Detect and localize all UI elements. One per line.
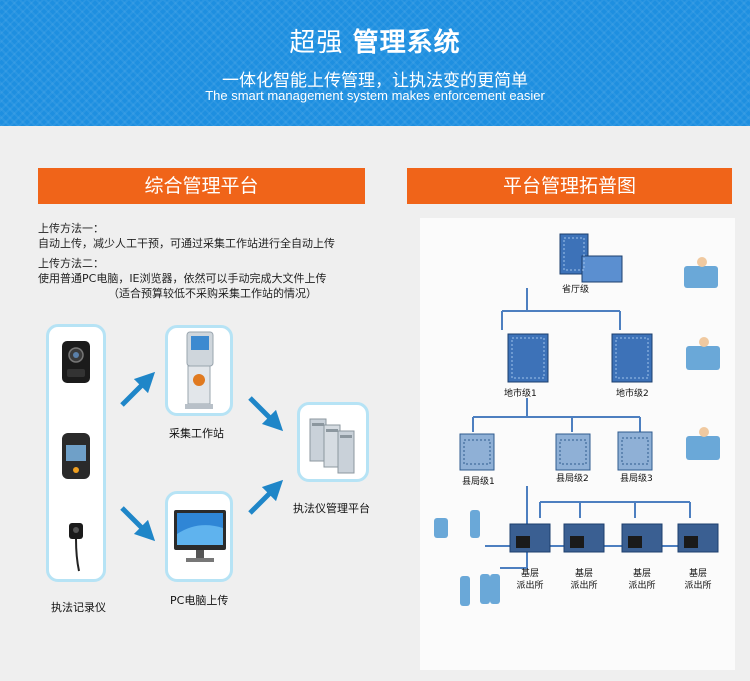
method2-note: （适合预算较低不采购采集工作站的情况） xyxy=(108,287,317,300)
arrow-pc-to-platform xyxy=(248,479,284,515)
caption-platform: 执法仪管理平台 xyxy=(293,502,370,515)
city-building-1 xyxy=(507,333,549,383)
officer-icons xyxy=(434,510,500,606)
arrow-station-to-platform xyxy=(248,396,284,432)
caption-recorder: 执法记录仪 xyxy=(51,601,106,614)
label-station-4: 基层派出所 xyxy=(684,569,712,591)
banner-title: 超强 管理系统 xyxy=(0,22,750,59)
label-station-1: 基层派出所 xyxy=(516,569,544,591)
method2-title: 上传方法二： xyxy=(38,257,104,270)
topology-graph xyxy=(434,233,720,606)
banner-subtitle-cn: 一体化智能上传管理，让执法变的更简单 xyxy=(222,71,528,91)
label-station-2: 基层派出所 xyxy=(570,569,598,591)
station-box xyxy=(165,325,233,416)
pc-box xyxy=(165,491,233,582)
label-province: 省厅级 xyxy=(562,285,590,295)
monitor-icon xyxy=(174,510,226,562)
county-building-3 xyxy=(617,431,653,471)
banner-subtitle-en: The smart management system makes enforc… xyxy=(205,88,545,103)
banner-title-light: 超强 xyxy=(289,28,344,58)
caption-station: 采集工作站 xyxy=(169,427,224,440)
operator-icons xyxy=(684,257,720,460)
topology-panel: 省厅级 地市级1 地市级2 县局级1 县局级2 县局级3 基层派出所 基层派出所… xyxy=(420,218,735,670)
label-county2: 县局级2 xyxy=(556,474,589,484)
province-building xyxy=(559,233,623,283)
method1-title: 上传方法一： xyxy=(38,222,104,235)
body-camera-icon xyxy=(62,341,90,572)
method1-text: 自动上传，减少人工干预，可通过采集工作站进行全自动上传 xyxy=(38,237,335,250)
label-station-3: 基层派出所 xyxy=(628,569,656,591)
arrow-recorder-to-station xyxy=(120,371,156,407)
arrow-recorder-to-pc xyxy=(120,506,156,542)
method2-text: 使用普通PC电脑，IE浏览器，依然可以手动完成大文件上传 xyxy=(38,272,327,285)
section-header-platform: 综合管理平台 xyxy=(38,168,365,204)
label-county3: 县局级3 xyxy=(620,474,653,484)
label-county1: 县局级1 xyxy=(462,477,495,487)
top-banner: 超强 管理系统 一体化智能上传管理，让执法变的更简单 The smart man… xyxy=(0,0,750,126)
platform-box xyxy=(297,402,369,482)
city-building-2 xyxy=(611,333,653,383)
label-city1: 地市级1 xyxy=(504,389,537,399)
banner-title-bold: 管理系统 xyxy=(352,28,461,58)
label-city2: 地市级2 xyxy=(616,389,649,399)
caption-pc: PC电脑上传 xyxy=(170,594,229,607)
county-building-2 xyxy=(555,433,591,471)
county-building-1 xyxy=(459,433,495,471)
server-icon xyxy=(309,418,355,474)
kiosk-icon xyxy=(185,331,214,409)
section-header-topology: 平台管理拓普图 xyxy=(407,168,732,204)
recorder-box xyxy=(46,324,106,582)
